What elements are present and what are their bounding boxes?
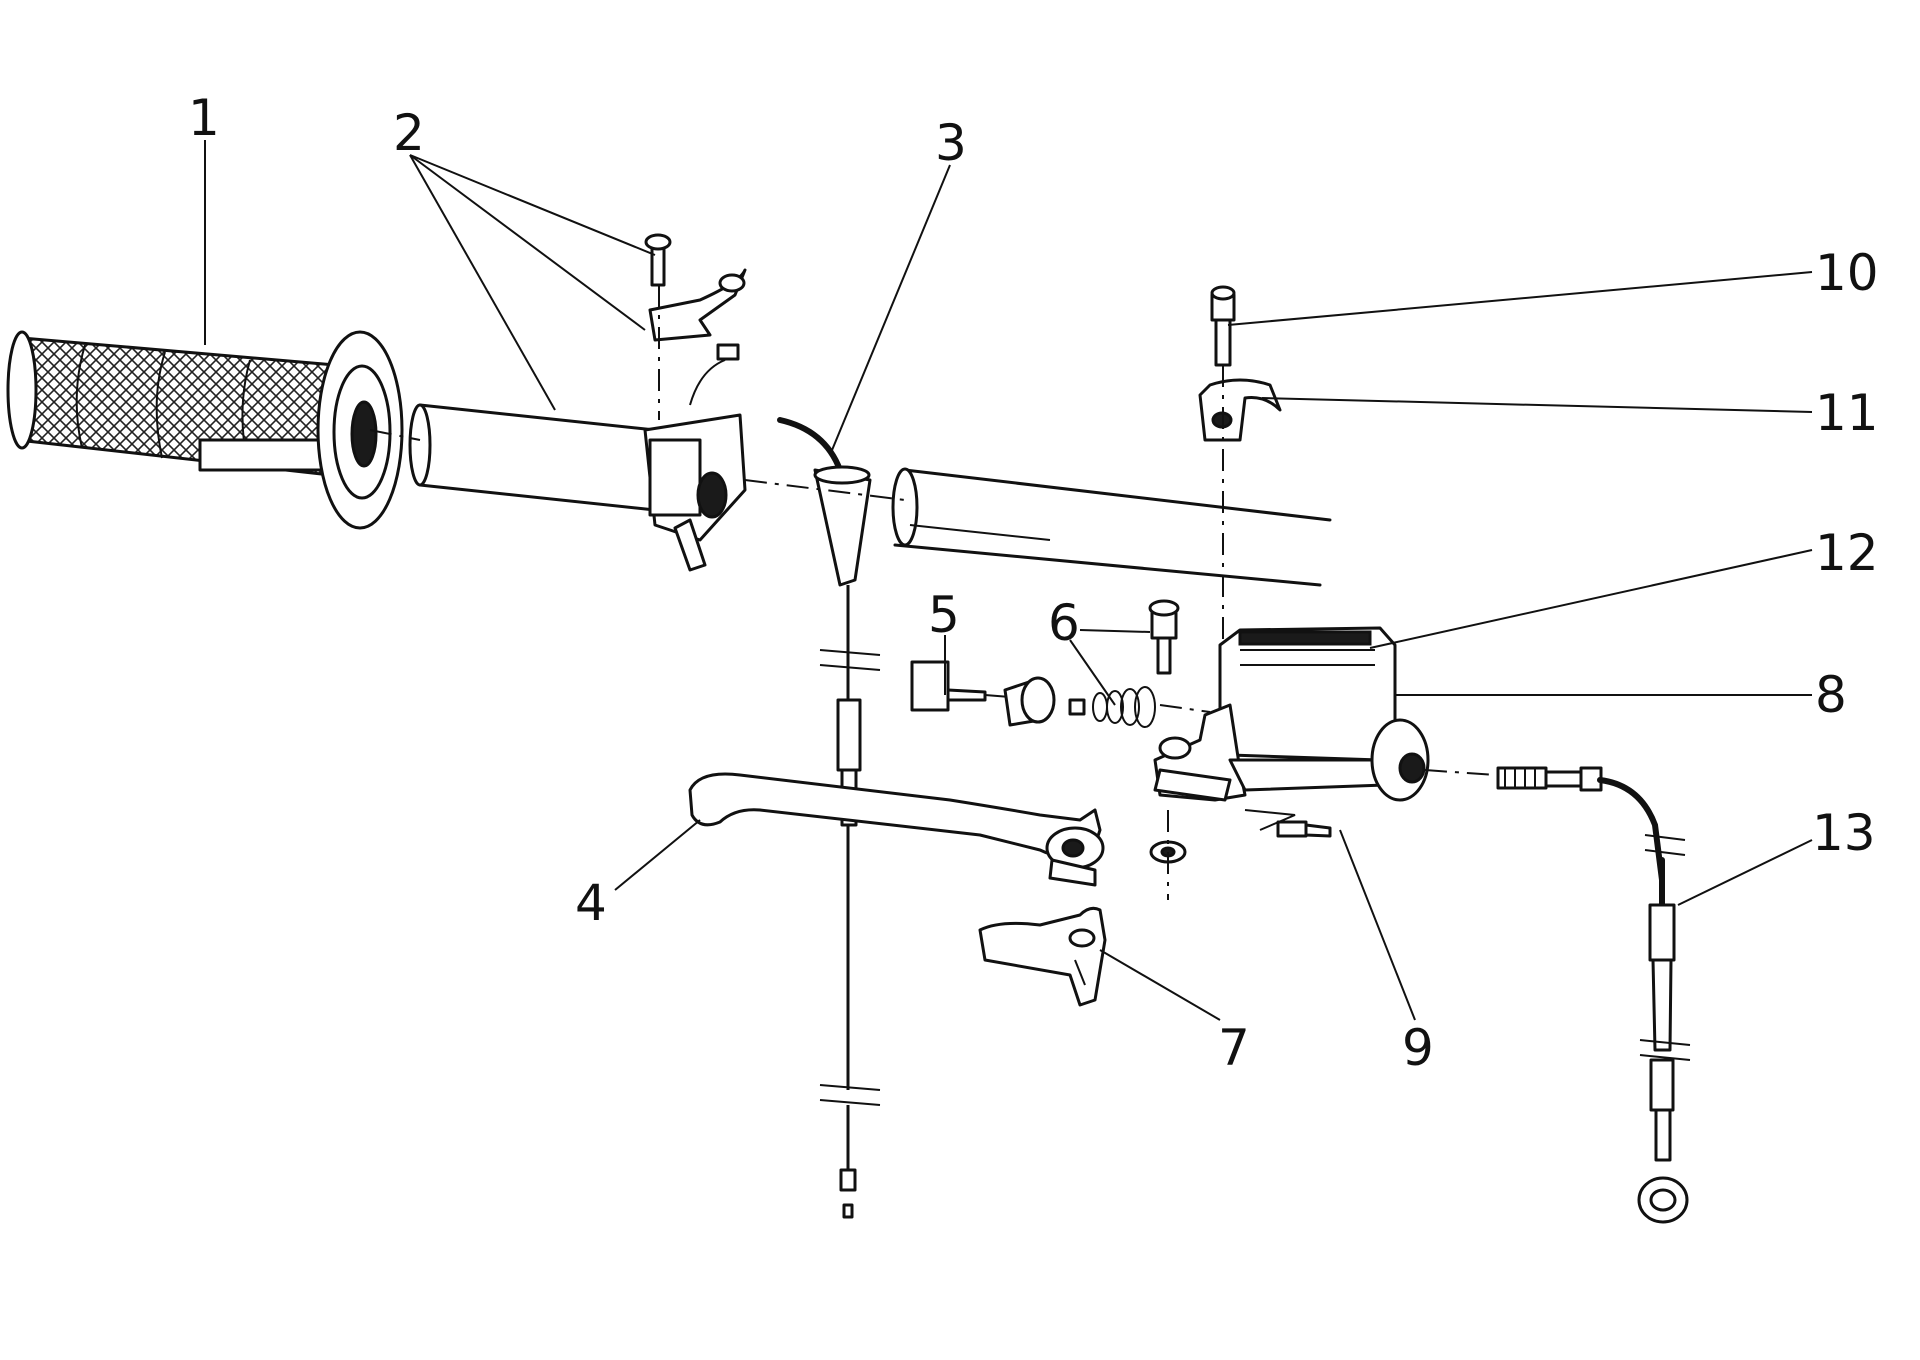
bleed-nipple <box>1244 809 1332 838</box>
master-cylinder <box>1153 626 1496 802</box>
callout-10: 10 <box>1815 244 1879 302</box>
leader-lines <box>204 140 1813 1021</box>
assembly-axis-lines <box>369 285 1224 900</box>
callout-6: 6 <box>1048 594 1080 652</box>
throttle-assembly <box>408 233 747 572</box>
callout-9: 9 <box>1402 1019 1434 1077</box>
brake-lever <box>688 772 1105 887</box>
piston-kit <box>1003 676 1156 728</box>
throttle-cable <box>777 417 881 1219</box>
handlebar-clamp <box>1198 378 1282 442</box>
handlebar-grip <box>6 330 404 530</box>
callout-13: 13 <box>1812 804 1876 862</box>
callout-1: 1 <box>188 89 220 147</box>
brake-hose <box>1496 766 1691 1224</box>
callout-2: 2 <box>393 104 425 162</box>
handlebar-tube <box>891 467 1332 587</box>
pivot-screw <box>910 660 1011 712</box>
callout-12: 12 <box>1815 524 1879 582</box>
callout-labels: 1 2 3 4 5 6 7 8 9 10 11 12 13 <box>188 89 1879 1077</box>
lever-cover <box>978 906 1107 1007</box>
callout-3: 3 <box>935 114 967 172</box>
callout-8: 8 <box>1815 666 1847 724</box>
clamp-bolt <box>1210 285 1236 367</box>
callout-7: 7 <box>1218 1019 1250 1077</box>
reservoir-plug <box>1148 599 1180 675</box>
callout-5: 5 <box>928 586 960 644</box>
callout-4: 4 <box>575 874 607 932</box>
callout-11: 11 <box>1815 384 1879 442</box>
